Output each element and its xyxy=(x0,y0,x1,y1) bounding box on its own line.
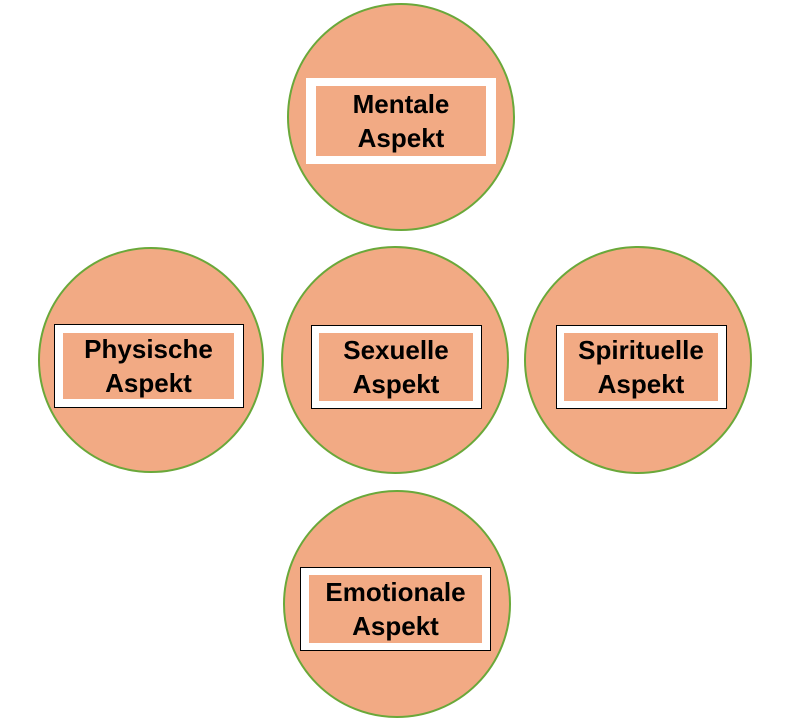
label-emotional-line2: Aspekt xyxy=(352,611,439,641)
label-sexual: Sexuelle Aspekt xyxy=(319,333,473,401)
label-box-physical: Physische Aspekt xyxy=(54,324,244,408)
label-sexual-line2: Aspekt xyxy=(352,369,440,399)
label-spiritual-line1: Spirituelle xyxy=(578,335,704,365)
label-mental-line2: Aspekt xyxy=(357,123,445,153)
label-mental: Mentale Aspekt xyxy=(316,86,486,156)
label-emotional: Emotionale Aspekt xyxy=(309,575,482,643)
label-box-sexual: Sexuelle Aspekt xyxy=(311,325,482,409)
label-sexual-line1: Sexuelle xyxy=(343,335,449,365)
label-physical-line1: Physische xyxy=(84,334,213,364)
label-box-spiritual: Spirituelle Aspekt xyxy=(556,325,727,409)
label-box-mental: Mentale Aspekt xyxy=(306,78,496,164)
label-spiritual: Spirituelle Aspekt xyxy=(564,333,718,401)
label-mental-line1: Mentale xyxy=(352,89,450,119)
label-spiritual-line2: Aspekt xyxy=(597,369,685,399)
label-physical: Physische Aspekt xyxy=(63,333,234,399)
label-physical-line2: Aspekt xyxy=(105,368,192,398)
label-box-emotional: Emotionale Aspekt xyxy=(300,567,491,651)
label-emotional-line1: Emotionale xyxy=(325,577,466,607)
